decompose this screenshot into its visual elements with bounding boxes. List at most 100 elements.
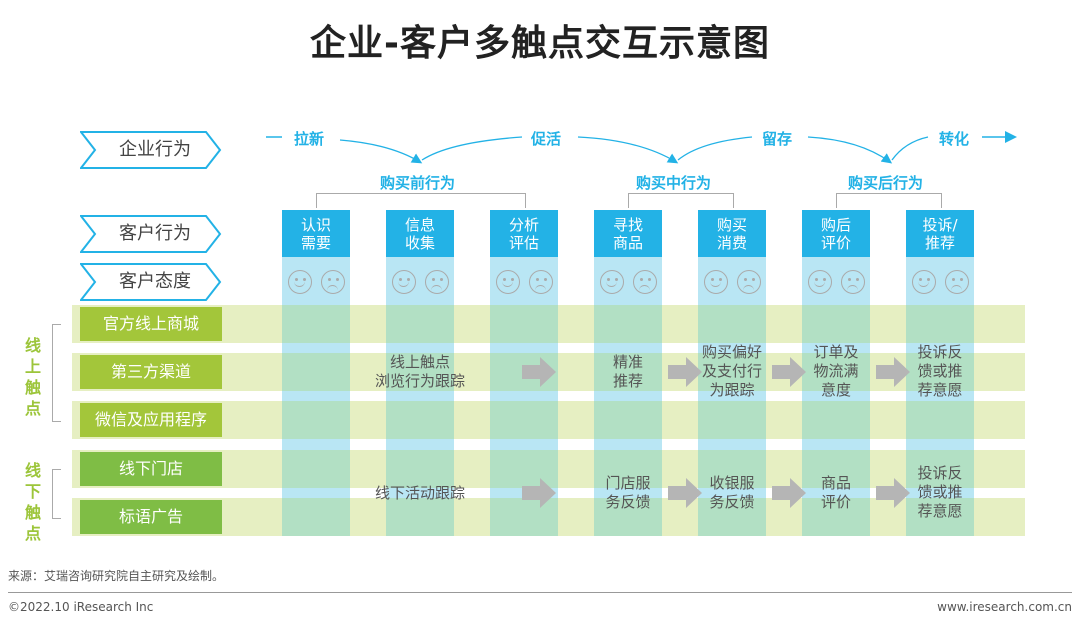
column-band-overlap — [802, 305, 870, 343]
column-band-overlap — [282, 450, 350, 488]
online-cell-recommend: 精准 推荐 — [612, 353, 643, 390]
page-title: 企业-客户多触点交互示意图 — [310, 23, 770, 64]
column-band-overlap — [386, 498, 454, 536]
flow-arrow-icon — [876, 357, 910, 387]
sad-face-icon — [945, 270, 969, 294]
flow-arrow-icon — [876, 478, 910, 508]
column-band-overlap — [906, 353, 974, 391]
column-band-overlap — [802, 401, 870, 439]
column-band-overlap — [490, 498, 558, 536]
online-cell-payment: 购买偏好 及支付行 为跟踪 — [701, 343, 762, 399]
column-band-overlap — [698, 450, 766, 488]
phase-bracket — [836, 193, 942, 208]
online-cell-feedback: 投诉反 馈或推 荐意愿 — [917, 343, 963, 399]
online-bracket — [52, 324, 61, 422]
column-band-overlap — [490, 450, 558, 488]
offline-cell-feedback: 投诉反 馈或推 荐意愿 — [917, 464, 963, 520]
copyright: ©2022.10 iResearch Inc — [8, 600, 154, 614]
column-band-overlap — [698, 353, 766, 391]
offline-touchpoints-label: 线 下 触 点 — [24, 461, 41, 543]
column-band-overlap — [802, 498, 870, 536]
column-band-overlap — [594, 450, 662, 488]
customer-behavior-5: 购后 评价 — [802, 210, 870, 257]
phase-bracket — [316, 193, 526, 208]
channel-slogan-ads: 标语广告 — [80, 500, 222, 534]
flow-arrow-icon — [668, 357, 702, 387]
website: www.iresearch.com.cn — [937, 600, 1072, 614]
column-band-overlap — [698, 305, 766, 343]
flow-arrow-icon — [772, 357, 806, 387]
offline-cell-product-review: 商品 评价 — [820, 474, 851, 511]
column-band-overlap — [906, 305, 974, 343]
phase-pre-purchase: 购买前行为 — [380, 174, 456, 192]
column-band-overlap — [698, 401, 766, 439]
channel-third-party: 第三方渠道 — [80, 355, 222, 389]
column-band-overlap — [386, 305, 454, 343]
column-band-overlap — [386, 353, 454, 391]
happy-face-icon — [912, 270, 936, 294]
column-band-overlap — [282, 353, 350, 391]
offline-bracket — [52, 469, 61, 519]
channel-offline-store: 线下门店 — [80, 452, 222, 486]
stage-activation: 促活 — [531, 130, 562, 148]
sad-face-icon — [633, 270, 657, 294]
flow-arrow-icon — [668, 478, 702, 508]
happy-face-icon — [704, 270, 728, 294]
phase-purchase: 购买中行为 — [636, 174, 712, 192]
channel-wechat-apps: 微信及应用程序 — [80, 403, 222, 437]
offline-cell-store-service: 门店服 务反馈 — [605, 474, 651, 511]
sad-face-icon — [321, 270, 345, 294]
happy-face-icon — [496, 270, 520, 294]
happy-face-icon — [288, 270, 312, 294]
footer-divider — [8, 592, 1072, 593]
online-cell-order: 订单及 物流满 意度 — [813, 343, 859, 399]
flow-arrow-icon — [522, 357, 556, 387]
customer-behavior-2: 分析 评估 — [490, 210, 558, 257]
sad-face-icon — [529, 270, 553, 294]
column-band-overlap — [490, 401, 558, 439]
column-band-overlap — [906, 498, 974, 536]
channel-official-store: 官方线上商城 — [80, 307, 222, 341]
customer-attitude-label: 客户态度 — [80, 263, 222, 301]
customer-behavior-3: 寻找 商品 — [594, 210, 662, 257]
column-band-overlap — [594, 353, 662, 391]
phase-bracket — [628, 193, 734, 208]
offline-cell-activity: 线下活动跟踪 — [374, 484, 465, 502]
column-band-overlap — [594, 498, 662, 536]
stage-flow-arrows — [266, 131, 1017, 164]
flow-arrow-icon — [772, 478, 806, 508]
column-band-overlap — [698, 498, 766, 536]
happy-face-icon — [392, 270, 416, 294]
column-band-overlap — [594, 401, 662, 439]
online-cell-browse: 线上触点 浏览行为跟踪 — [374, 353, 465, 390]
flow-arrow-icon — [522, 478, 556, 508]
column-band-overlap — [282, 498, 350, 536]
stage-acquisition: 拉新 — [294, 130, 325, 148]
happy-face-icon — [808, 270, 832, 294]
column-band-overlap — [802, 353, 870, 391]
column-band-overlap — [594, 305, 662, 343]
online-touchpoints-label: 线 上 触 点 — [24, 336, 41, 418]
sad-face-icon — [425, 270, 449, 294]
sad-face-icon — [737, 270, 761, 294]
customer-behavior-0: 认识 需要 — [282, 210, 350, 257]
customer-behavior-1: 信息 收集 — [386, 210, 454, 257]
offline-cell-cashier: 收银服 务反馈 — [709, 474, 755, 511]
phase-post-purchase: 购买后行为 — [848, 174, 924, 192]
column-band-overlap — [282, 401, 350, 439]
column-band-overlap — [906, 450, 974, 488]
sad-face-icon — [841, 270, 865, 294]
column-band-overlap — [282, 305, 350, 343]
happy-face-icon — [600, 270, 624, 294]
column-band-overlap — [386, 450, 454, 488]
source-note: 来源：艾瑞咨询研究院自主研究及绘制。 — [8, 569, 225, 583]
stage-conversion: 转化 — [939, 130, 970, 148]
customer-behavior-label: 客户行为 — [80, 215, 222, 253]
stage-retention: 留存 — [762, 130, 793, 148]
column-band-overlap — [906, 401, 974, 439]
customer-behavior-4: 购买 消费 — [698, 210, 766, 257]
column-band-overlap — [490, 305, 558, 343]
enterprise-behavior-label: 企业行为 — [80, 131, 222, 169]
column-band-overlap — [802, 450, 870, 488]
customer-behavior-6: 投诉/ 推荐 — [906, 210, 974, 257]
